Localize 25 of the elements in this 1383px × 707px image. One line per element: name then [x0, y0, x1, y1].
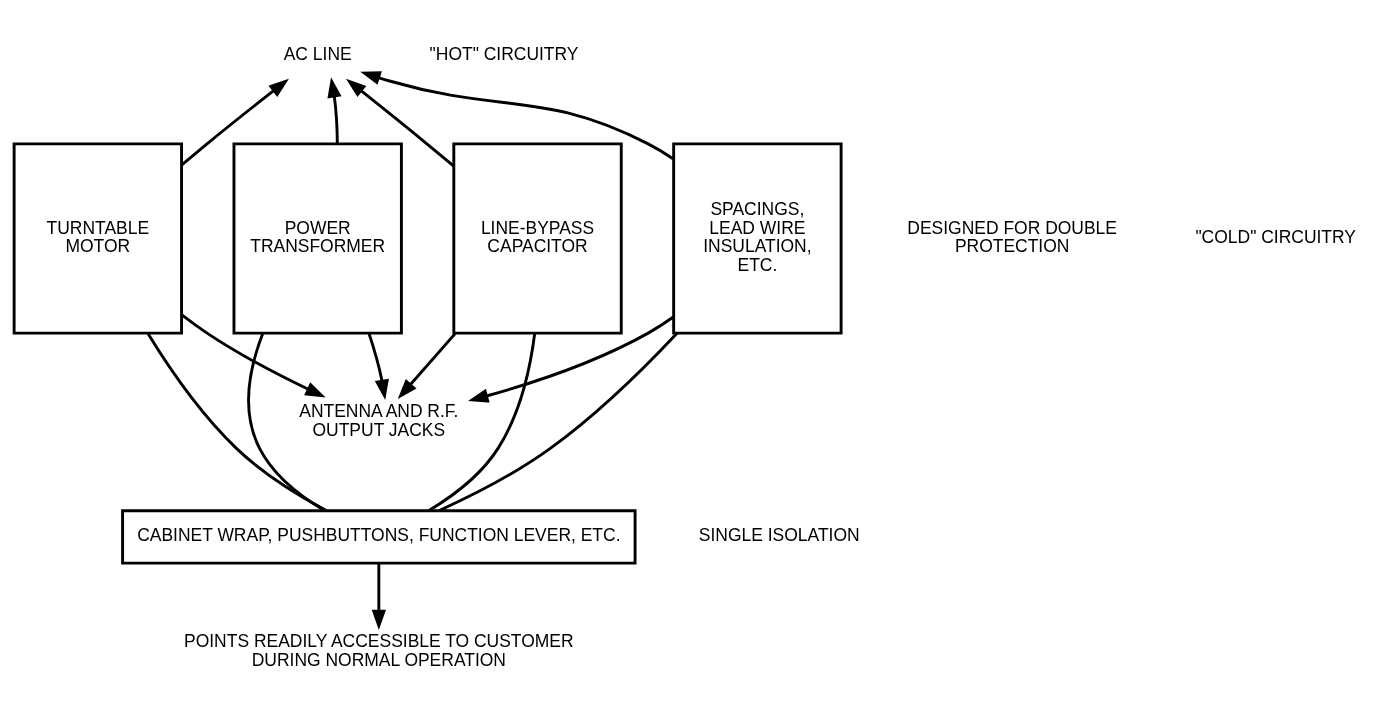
node-box: SPACINGS, LEAD WIRE INSULATION, ETC.: [672, 142, 843, 335]
node-text: ANTENNA AND R.F. OUTPUT JACKS: [299, 400, 459, 440]
node-box: POWER TRANSFORMER: [232, 142, 403, 335]
arrow: [327, 77, 342, 144]
label: "COLD" CIRCUITRY: [1195, 226, 1356, 247]
arrow: [360, 71, 674, 160]
arrow: [371, 563, 386, 631]
node-box: CABINET WRAP, PUSHBUTTONS, FUNCTION LEVER, ETC.: [121, 509, 637, 565]
arrow: [180, 78, 289, 167]
connector: [247, 333, 326, 512]
arrow: [345, 78, 455, 168]
arrow: [397, 332, 457, 399]
arrow: [181, 314, 326, 398]
arrow: [367, 332, 389, 401]
label: "HOT" CIRCUITRY: [429, 43, 579, 64]
node-text: POINTS READILY ACCESSIBLE TO CUSTOMER DURING NORMAL OPERATION: [184, 631, 574, 670]
node-box: LINE-BYPASS CAPACITOR: [452, 142, 623, 335]
arrow: [468, 315, 675, 403]
connector: [428, 333, 537, 512]
node-text: AC LINE: [283, 43, 352, 64]
connector: [146, 332, 327, 512]
label: DESIGNED FOR DOUBLE PROTECTION: [907, 217, 1118, 257]
label: SINGLE ISOLATION: [698, 525, 860, 546]
connector: [438, 332, 679, 513]
node-box: TURNTABLE MOTOR: [12, 142, 183, 335]
